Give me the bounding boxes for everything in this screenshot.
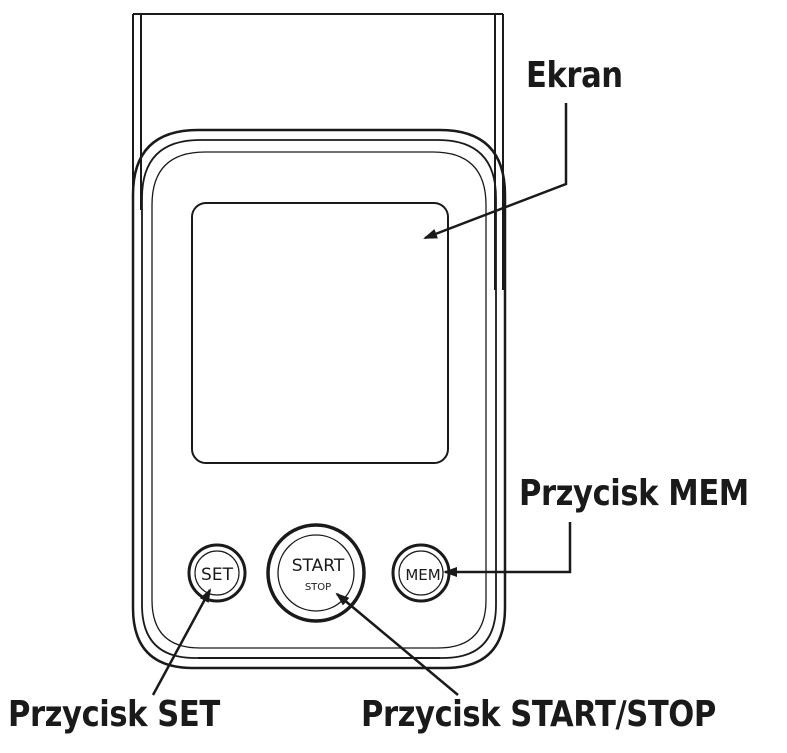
mem-leader-line (443, 522, 572, 577)
device-base (198, 657, 440, 669)
mem-button[interactable]: MEM (391, 543, 451, 603)
mem-button-callout-label: Przycisk MEM (519, 473, 749, 514)
set-leader-line (151, 588, 212, 696)
start-stop-leader-line (335, 592, 459, 696)
lcd-screen (191, 202, 449, 464)
start-stop-callout-label: Przycisk START/STOP (361, 694, 716, 735)
screen-callout-label: Ekran (526, 55, 623, 96)
start-stop-button[interactable]: START STOP (266, 523, 366, 623)
set-button-label: SET (201, 565, 234, 585)
stop-button-label: STOP (305, 582, 331, 593)
set-button[interactable]: SET (187, 543, 247, 603)
start-button-label: START (292, 556, 345, 576)
mem-button-label: MEM (405, 566, 440, 584)
set-button-callout-label: Przycisk SET (8, 694, 220, 735)
screen-leader-line (423, 103, 568, 240)
device-body (131, 128, 507, 670)
